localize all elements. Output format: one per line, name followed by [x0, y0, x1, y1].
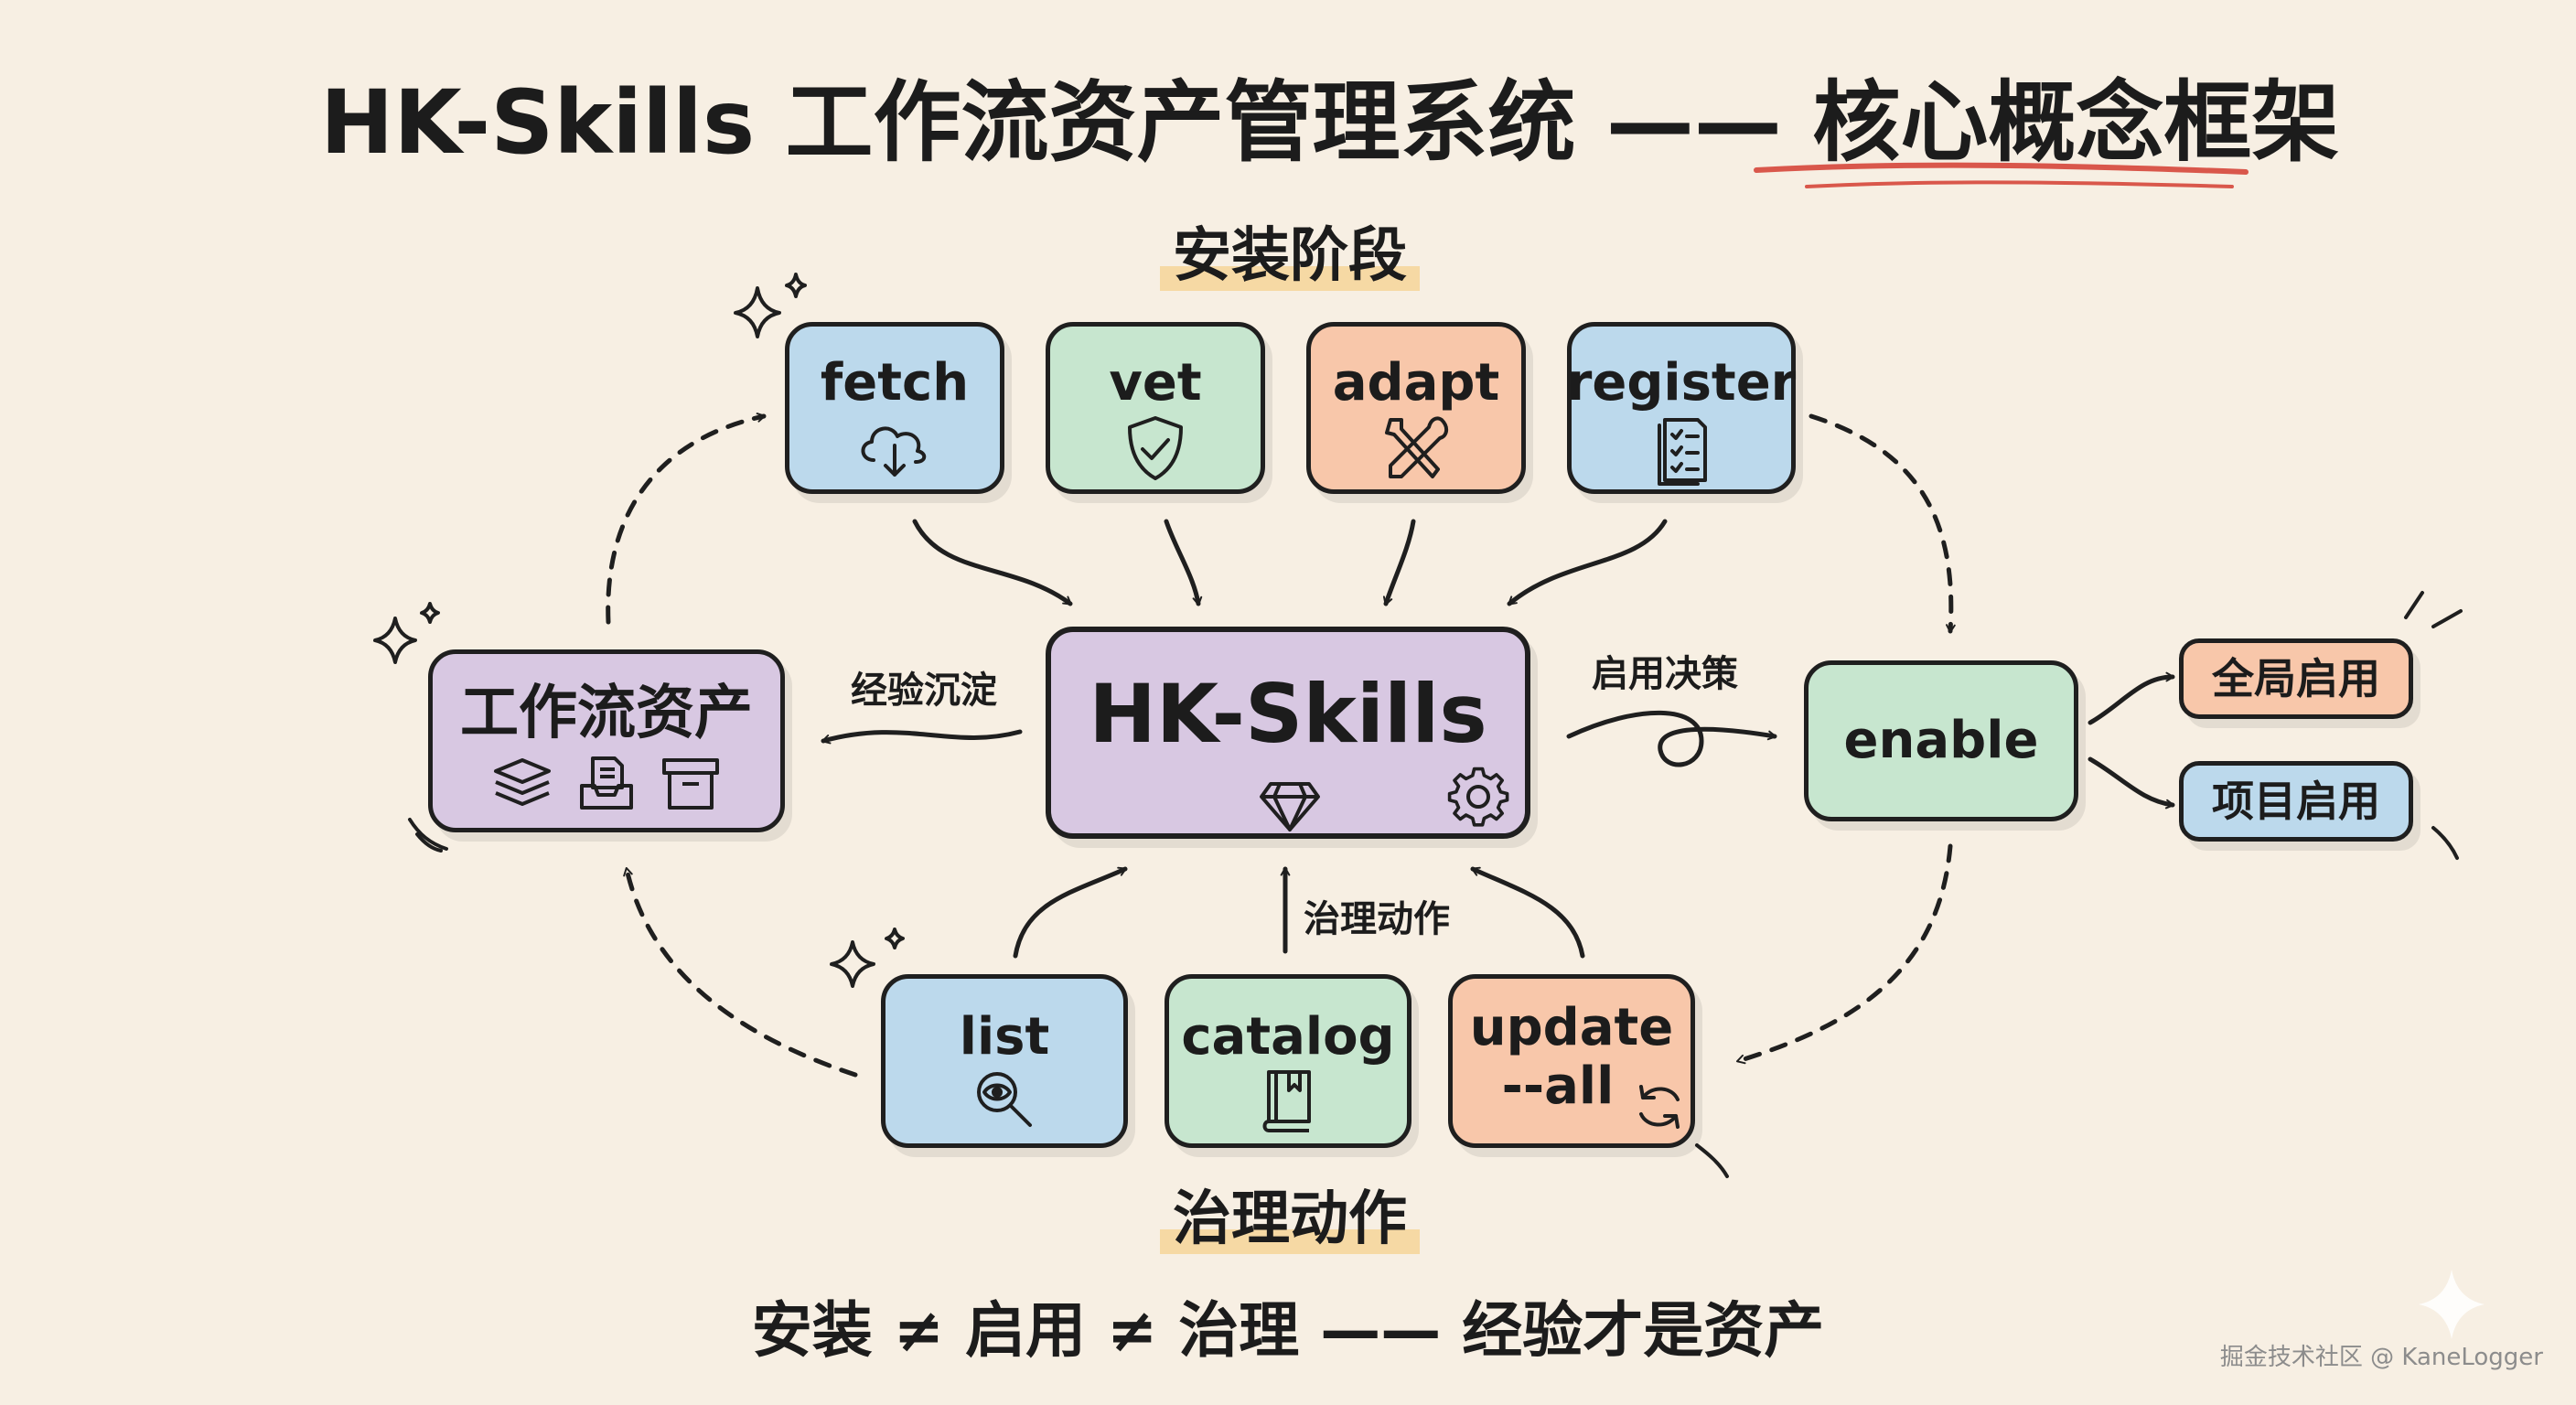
arrow-vet-core [1164, 519, 1203, 606]
layers-icon [494, 758, 551, 806]
archive-box-icon [662, 758, 719, 810]
core-hk-skills-box[interactable]: HK-Skills [1046, 627, 1530, 839]
install-stage-label: 安装阶段 [1006, 215, 1573, 297]
install-stage-label-text: 安装阶段 [1160, 215, 1420, 297]
arrow-list-core [1013, 866, 1128, 959]
arrow-register-core [1507, 519, 1668, 606]
enable-project-box[interactable]: 项目启用 [2179, 761, 2413, 842]
tools-crossed-icon [1385, 416, 1448, 478]
workflow-assets-label: 工作流资产 [460, 680, 753, 747]
action-update-flag-label: --all [1501, 1056, 1615, 1116]
checklist-icon [1658, 418, 1707, 486]
enable-box[interactable]: enable [1804, 660, 2078, 821]
sparkle-icon [734, 286, 781, 338]
refresh-icon [1639, 1085, 1680, 1129]
action-update-label: update [1469, 998, 1674, 1057]
step-register-label: register [1566, 353, 1797, 413]
search-eye-icon [977, 1072, 1032, 1127]
arrow-assets-fetch [606, 413, 767, 625]
document-inbox-icon [580, 756, 633, 810]
page-title: HK-Skills 工作流资产管理系统 —— 核心概念框架 [320, 71, 2340, 174]
sparkle-icon [373, 617, 417, 664]
sparkle-icon [830, 940, 875, 988]
sparkle-icon [420, 602, 440, 624]
title-underline [1754, 162, 2249, 175]
sparkle-icon [785, 273, 807, 298]
core-hk-skills-label: HK-Skills [1089, 667, 1487, 761]
cloud-download-icon [861, 426, 927, 477]
action-list-label: list [959, 1007, 1050, 1067]
diamond-icon [1260, 782, 1320, 831]
arrow-fetch-core [912, 519, 1073, 606]
edge-label-enable-decision: 启用决策 [1592, 653, 1738, 695]
arrow-register-enable [1809, 413, 1956, 634]
step-fetch-box[interactable]: fetch [785, 322, 1004, 494]
workflow-assets-icons [492, 755, 721, 811]
sparkle-icon [2419, 1270, 2485, 1339]
arrow-core-assets [821, 729, 1023, 745]
edge-label-experience: 经验沉淀 [851, 670, 997, 712]
footer-slogan: 安装 ≠ 启用 ≠ 治理 —— 经验才是资产 [751, 1295, 1825, 1366]
step-register-box[interactable]: register [1567, 322, 1796, 494]
governance-stage-label-text: 治理动作 [1160, 1178, 1420, 1260]
arrow-core-enable [1566, 710, 1777, 767]
governance-stage-label: 治理动作 [1006, 1178, 1573, 1260]
step-fetch-label: fetch [820, 353, 970, 413]
arrow-enable-global [2088, 671, 2175, 725]
edge-label-governance: 治理动作 [1304, 898, 1450, 940]
enable-project-label: 项目启用 [2212, 777, 2380, 826]
watermark-credit: 掘金技术社区 @ KaneLogger [2219, 1344, 2543, 1371]
step-adapt-box[interactable]: adapt [1306, 322, 1526, 494]
enable-global-box[interactable]: 全局启用 [2179, 638, 2413, 719]
arrow-enable-update [1735, 843, 1953, 1065]
action-update-all-box[interactable]: update --all [1448, 974, 1695, 1148]
action-catalog-box[interactable]: catalog [1165, 974, 1411, 1148]
arrow-enable-project [2088, 756, 2175, 810]
arrow-update-core [1470, 866, 1585, 959]
step-vet-box[interactable]: vet [1046, 322, 1265, 494]
book-icon [1262, 1070, 1311, 1132]
sparkle-icon [885, 928, 905, 949]
step-adapt-label: adapt [1332, 353, 1500, 413]
arrow-list-assets [623, 866, 858, 1078]
action-catalog-label: catalog [1181, 1007, 1395, 1067]
gear-icon [1447, 767, 1509, 827]
enable-label: enable [1843, 711, 2039, 770]
step-vet-label: vet [1109, 353, 1202, 413]
action-list-box[interactable]: list [881, 974, 1128, 1148]
workflow-assets-box[interactable]: 工作流资产 [428, 649, 785, 832]
shield-check-icon [1128, 416, 1183, 480]
arrow-adapt-core [1382, 519, 1416, 606]
enable-global-label: 全局启用 [2212, 654, 2380, 703]
